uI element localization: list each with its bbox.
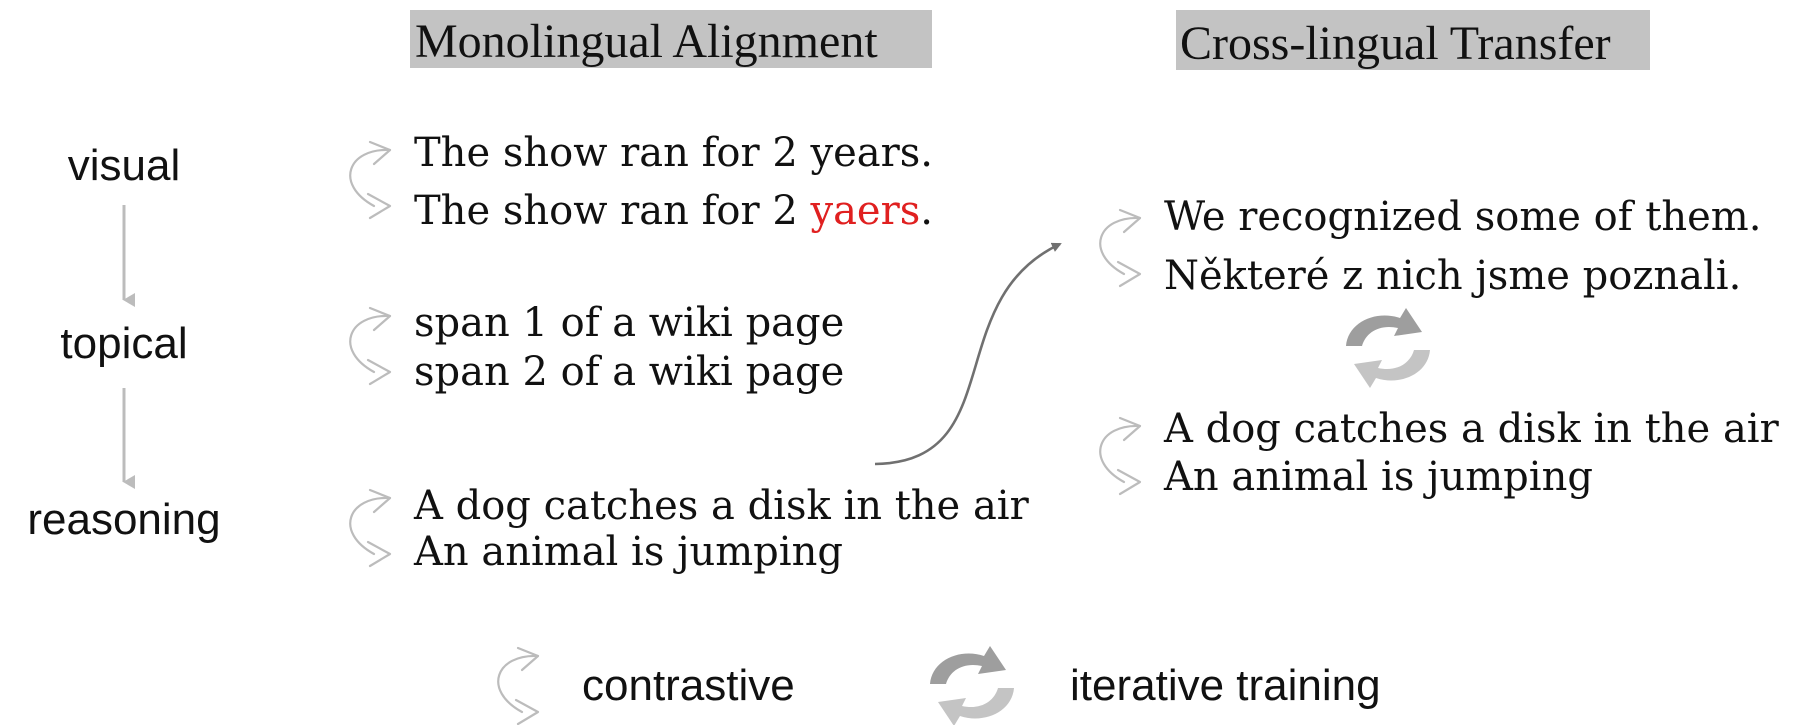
cycle-arrows-icon [930, 646, 1014, 725]
typo-word: yaers [809, 188, 920, 234]
contrastive-arrows-icon [1099, 208, 1142, 288]
stage-label-reasoning: reasoning [27, 495, 220, 544]
contrastive-arrows-icon [497, 646, 540, 725]
stage-label-topical: topical [60, 319, 187, 368]
visual-sentence-2-prefix: The show ran for 2 [414, 188, 810, 234]
legend: contrastive iterative training [497, 646, 1381, 725]
transfer-curve-arrow [874, 242, 1062, 466]
cycle-arrows-icon [1346, 308, 1430, 388]
contrastive-arrows-icon [1099, 416, 1142, 496]
contrastive-arrows-icon [349, 488, 392, 568]
cross-reasoning-sentence-2: An animal is jumping [1163, 454, 1593, 500]
visual-sentence-1: The show ran for 2 years. [414, 130, 933, 176]
cross-reasoning-sentence-1: A dog catches a disk in the air [1163, 406, 1780, 452]
header-monolingual: Monolingual Alignment [410, 10, 932, 68]
reasoning-sentence-1: A dog catches a disk in the air [413, 483, 1030, 529]
legend-iterative-label: iterative training [1070, 661, 1381, 710]
header-monolingual-text: Monolingual Alignment [415, 15, 878, 68]
header-crosslingual-text: Cross-lingual Transfer [1180, 17, 1611, 70]
visual-sentence-2: The show ran for 2 yaers. [414, 188, 933, 234]
reasoning-sentence-2: An animal is jumping [413, 529, 843, 575]
contrastive-arrows-icon [349, 306, 392, 386]
contrastive-arrows-icon [349, 140, 392, 220]
translation-sentence-en: We recognized some of them. [1164, 194, 1761, 240]
topical-sentence-1: span 1 of a wiki page [414, 300, 844, 346]
legend-contrastive-label: contrastive [582, 661, 795, 710]
translation-sentence-cs: Některé z nich jsme poznali. [1164, 253, 1741, 299]
topical-sentence-2: span 2 of a wiki page [414, 349, 844, 395]
stage-label-visual: visual [68, 141, 181, 190]
visual-sentence-2-suffix: . [920, 188, 933, 234]
header-crosslingual: Cross-lingual Transfer [1176, 10, 1650, 70]
